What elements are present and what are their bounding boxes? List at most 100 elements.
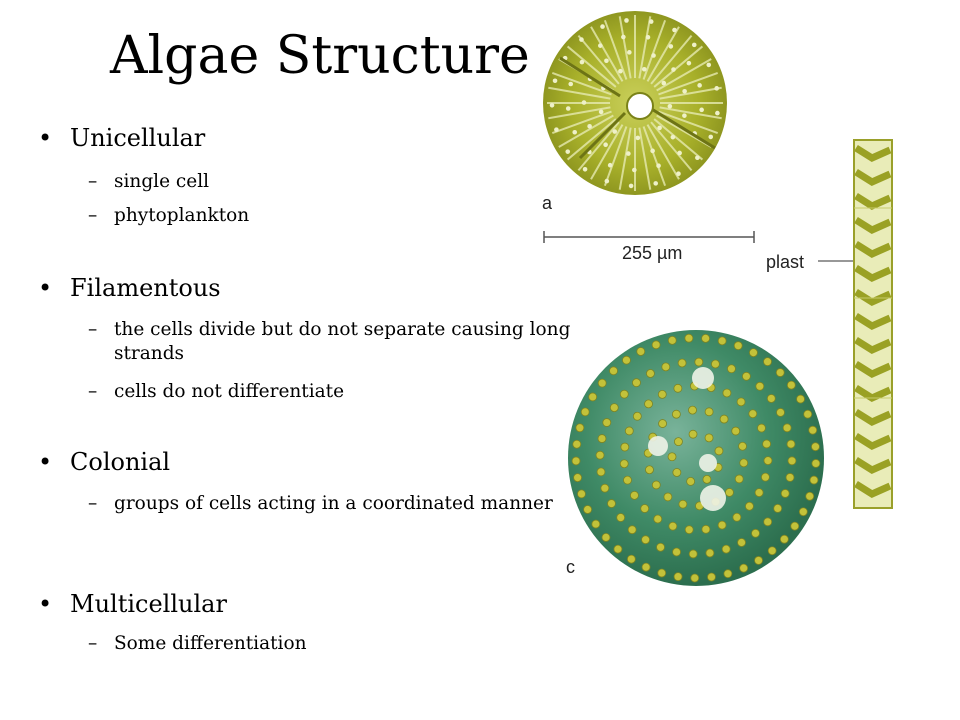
- dash-icon: –: [88, 205, 98, 226]
- colony-cell: [780, 489, 790, 498]
- filament-illustration: [853, 139, 893, 509]
- colony-cell: [731, 426, 741, 436]
- diatom-pore: [565, 106, 571, 111]
- colony-illustration: [568, 330, 824, 586]
- colony-cell: [645, 465, 654, 475]
- colony-cell: [754, 556, 763, 565]
- diatom-pore: [587, 123, 592, 129]
- colony-cell: [673, 383, 683, 393]
- diatom-ray: [558, 114, 614, 148]
- diatom-ray: [638, 127, 652, 190]
- diatom-pore: [661, 80, 667, 86]
- colony-cell: [751, 528, 760, 538]
- colony-cell: [641, 535, 650, 545]
- colony-cell: [663, 492, 673, 502]
- diatom-pore: [648, 19, 654, 24]
- colony-cell: [636, 347, 646, 356]
- colony-cell: [787, 456, 797, 466]
- diatom-pore: [676, 171, 681, 176]
- diatom-pore: [582, 167, 588, 172]
- colony-cell: [573, 473, 583, 483]
- figure-label-a: a: [542, 193, 553, 213]
- chloroplast-band: [854, 193, 892, 210]
- scale-bar: [543, 231, 755, 243]
- diatom-ray: [650, 121, 693, 172]
- colony-cell: [630, 490, 639, 500]
- diatom-ray: [603, 126, 628, 187]
- chloroplast-band: [854, 409, 892, 426]
- colony-cell: [763, 357, 772, 367]
- colony-cell: [672, 547, 681, 557]
- colony-cell: [651, 340, 661, 350]
- slide-title: Algae Structure: [110, 26, 530, 86]
- colony-cell: [653, 514, 663, 524]
- diatom-ray: [548, 106, 611, 120]
- diatom-pore: [682, 113, 687, 118]
- chloroplast-band: [854, 217, 892, 234]
- dash-icon: –: [88, 381, 98, 402]
- colony-cell: [739, 563, 749, 573]
- colony-cell: [688, 405, 697, 415]
- diatom-pore: [635, 135, 641, 141]
- colony-cell: [674, 437, 683, 447]
- diatom-ray: [656, 58, 712, 92]
- diatom-pore: [604, 178, 610, 184]
- diatom-pore: [552, 78, 558, 84]
- diatom-ray: [658, 71, 719, 96]
- colony-cell: [742, 371, 751, 381]
- colony-cell: [688, 549, 698, 559]
- colony-cell: [607, 499, 616, 508]
- diatom-pore: [618, 68, 623, 74]
- diatom-pore: [598, 109, 604, 115]
- diatom-pore: [598, 43, 603, 48]
- colony-cell: [623, 475, 632, 485]
- colony-cell: [796, 394, 805, 404]
- diatom-pore: [627, 50, 632, 55]
- diatom-pore: [682, 88, 687, 94]
- colony-cell: [656, 542, 665, 552]
- diatom-ray: [646, 26, 680, 82]
- diatom-ray: [642, 19, 667, 80]
- chloroplast-band: [854, 457, 892, 474]
- colony-cell: [757, 423, 766, 433]
- colony-cell: [734, 474, 744, 484]
- colony-cell: [704, 407, 714, 417]
- colony-cell: [717, 336, 727, 346]
- colony-cell: [641, 562, 651, 572]
- colony-cell: [677, 358, 687, 368]
- diatom-pore: [691, 42, 697, 48]
- diatom-pore: [671, 67, 676, 72]
- colony-cell: [671, 409, 681, 419]
- chloroplast-band: [854, 313, 892, 330]
- diatom-pore: [603, 142, 608, 147]
- diatom-ray: [590, 26, 624, 82]
- colony-cell: [749, 348, 758, 358]
- diatom-pore: [628, 183, 634, 189]
- diatom-pore: [677, 150, 682, 156]
- colony-cell: [723, 569, 733, 579]
- colony-cell: [601, 532, 611, 542]
- diatom-pore: [600, 24, 605, 29]
- colony-cell: [657, 389, 667, 399]
- colony-cell: [684, 333, 694, 343]
- colony-cell: [773, 504, 783, 513]
- diatom-ray: [638, 16, 652, 79]
- bullet-heading: Unicellular: [70, 124, 206, 152]
- colony-cell: [738, 441, 747, 451]
- colony-cell: [714, 446, 724, 456]
- diatom-pore: [670, 134, 676, 140]
- dash-icon: –: [88, 493, 98, 514]
- colony-cell: [725, 488, 734, 497]
- diatom-ray: [551, 71, 612, 96]
- diatom-pore: [579, 37, 584, 42]
- diatom-pore: [554, 127, 559, 132]
- colony-cell: [808, 425, 818, 435]
- diatom-pore: [645, 34, 651, 40]
- colony-cell: [785, 473, 795, 482]
- colony-cell: [684, 525, 694, 535]
- dash-icon: –: [88, 319, 98, 340]
- colony-cell: [704, 433, 714, 443]
- colony-cell: [588, 392, 598, 402]
- bullet-dot-icon: •: [38, 124, 53, 152]
- colony-cell: [719, 414, 729, 424]
